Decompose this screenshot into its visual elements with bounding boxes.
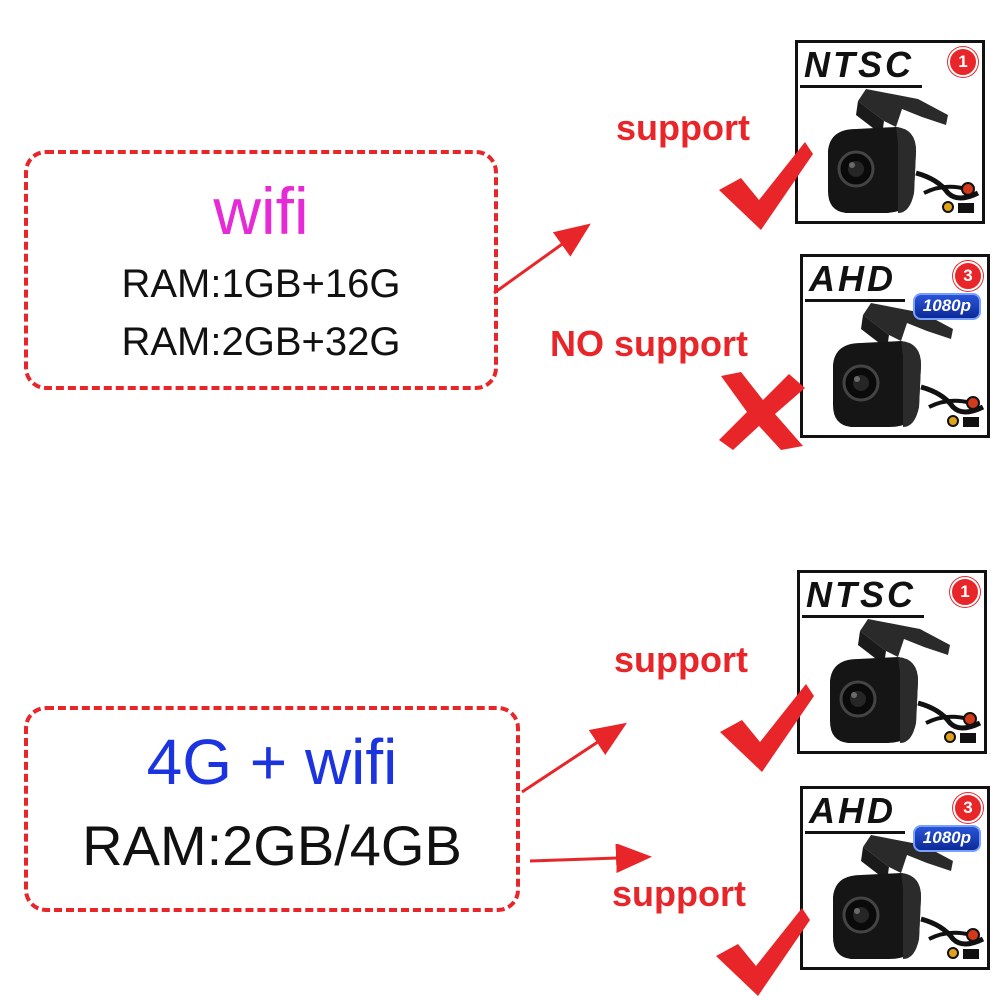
ram-line-1: RAM:1GB+16G [121,262,401,306]
arrow-right-icon [493,223,591,295]
wifi-title: wifi [213,174,309,248]
ahd-no-support-label: NO support [550,323,748,364]
ntsc-card-title: NTSC [804,44,914,85]
arrow-right-icon [521,722,628,794]
title-underline [802,615,924,618]
ahd-support-label: support [612,873,746,914]
title-underline [805,299,905,302]
ntsc-support-label: support [616,107,750,148]
title-underline [805,831,905,834]
4g-wifi-title: 4G + wifi [146,726,398,798]
ram-line: RAM:2GB/4GB [82,814,462,877]
ahd-card-title: AHD [809,258,896,299]
x-mark-icon [719,372,805,450]
ahd-camera-card: AHD 3 1080p [800,254,990,438]
check-mark-icon [716,908,810,996]
card-number-badge: 3 [953,261,983,291]
resolution-badge: 1080p [912,293,981,320]
check-mark-icon [719,142,813,230]
wifi-spec-box: wifi RAM:1GB+16G RAM:2GB+32G [24,150,498,390]
resolution-badge: 1080p [912,825,981,852]
ntsc-camera-card: NTSC 1 [797,570,987,754]
ntsc-card-title: NTSC [806,574,916,615]
ahd-camera-card: AHD 3 1080p [800,786,990,970]
title-underline [800,85,922,88]
card-number-badge: 1 [948,47,978,77]
card-number-badge: 3 [953,793,983,823]
arrow-right-icon [529,844,652,874]
ram-line-2: RAM:2GB+32G [121,320,401,364]
4g-wifi-spec-box: 4G + wifi RAM:2GB/4GB [24,706,520,912]
check-mark-icon [720,684,814,772]
ntsc-support-label: support [614,639,748,680]
ahd-card-title: AHD [809,790,896,831]
card-number-badge: 1 [950,577,980,607]
ntsc-camera-card: NTSC 1 [795,40,985,224]
